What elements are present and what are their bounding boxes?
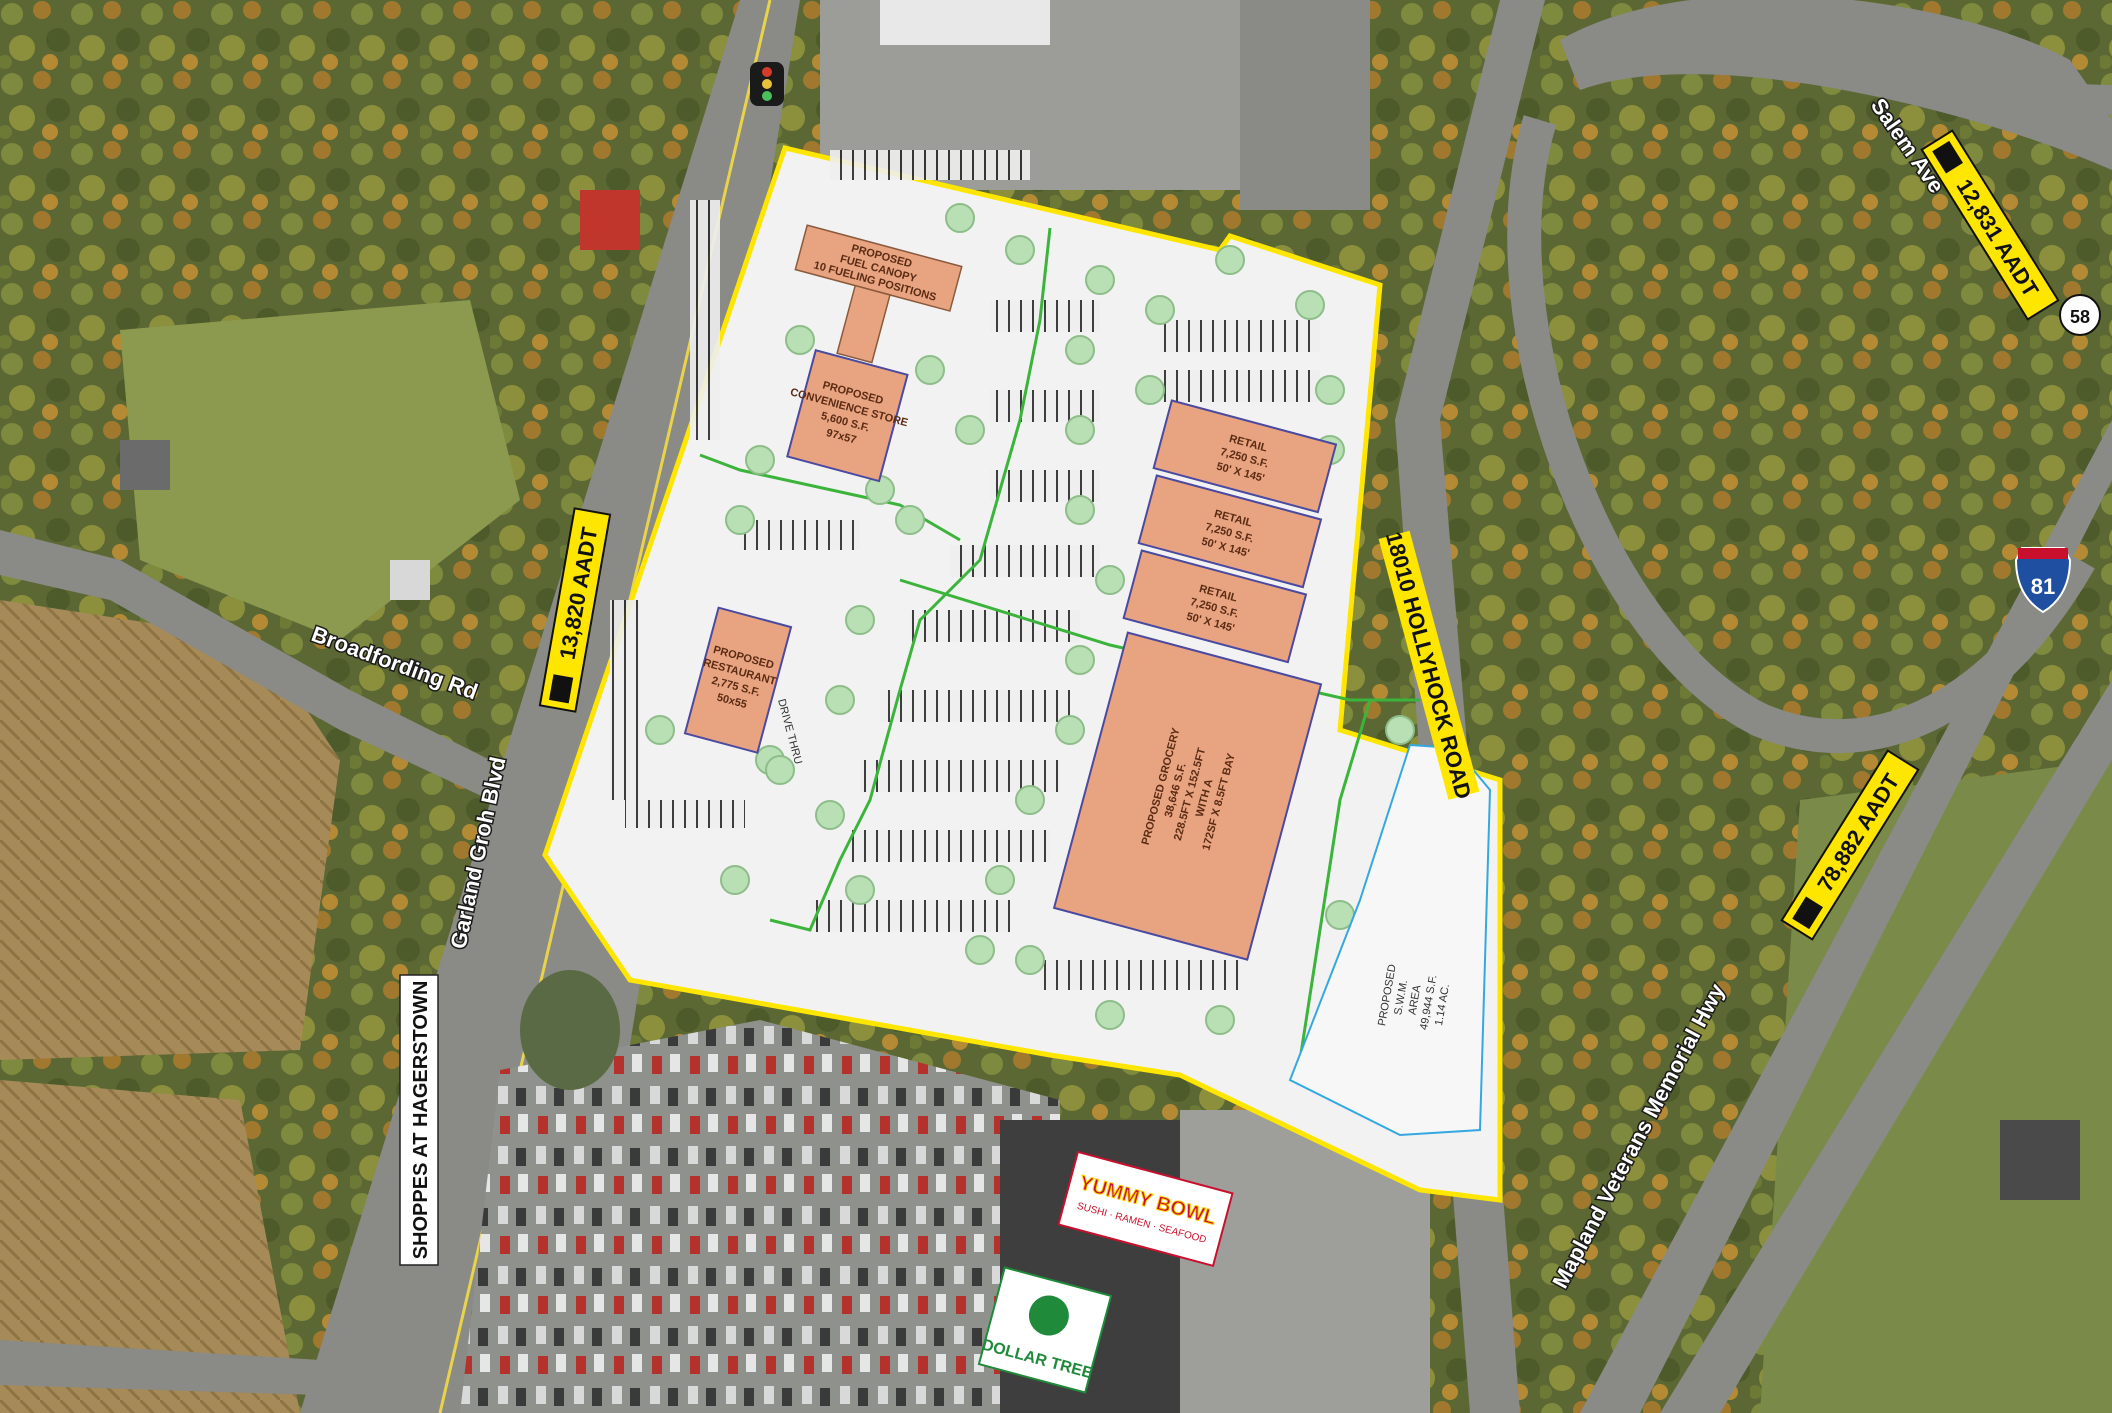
shopping-center-parking: [460, 1020, 1060, 1413]
south-west-road: [0, 1340, 320, 1395]
swm-label-3: AREA: [1406, 984, 1423, 1016]
gas-canopy: [880, 0, 1050, 45]
house-roof: [120, 440, 170, 490]
farm-field-south: [0, 1080, 300, 1413]
east-grass: [1760, 760, 2112, 1413]
interchange-ramp: [1507, 115, 2095, 753]
interstate-81-number: 81: [2031, 574, 2055, 599]
grocery-building: PROPOSED GROCERY 38,646 S.F. 228.5FT X 1…: [1052, 631, 1323, 961]
hollyhock-road: [1395, 0, 1545, 1413]
house-white: [390, 560, 430, 600]
dollar-tree-sign: DOLLAR TREE: [977, 1266, 1113, 1394]
convenience-store-building: PROPOSED CONVENIENCE STORE 5,600 S.F. 97…: [786, 349, 909, 483]
retail-building-3: RETAIL 7,250 S.F. 50' X 145': [1122, 549, 1308, 664]
farm-field: [0, 600, 340, 1060]
car-icon: [1932, 140, 1963, 174]
truck-lot: [1240, 0, 1370, 210]
retail-building-2: RETAIL 7,250 S.F. 50' X 145': [1137, 474, 1323, 589]
broadfording-rd-road: [0, 530, 490, 800]
pond: [520, 970, 620, 1090]
house-east: [2000, 1120, 2080, 1200]
shoppes-at-hagerstown-label: SHOPPES AT HAGERSTOWN: [410, 981, 432, 1260]
parking-rows: [610, 150, 1320, 990]
site-boundary: [542, 145, 1503, 1203]
landscape-trees: [645, 203, 1415, 1035]
route-58-shield-icon: 58: [2059, 294, 2101, 336]
interstate-81-north: [1660, 680, 2112, 1413]
route-58-number: 58: [2070, 307, 2090, 327]
restaurant-building: PROPOSED RESTAURANT 2,775 S.F. 50x55: [683, 606, 793, 754]
car-icon: [1792, 896, 1823, 930]
tree-icon: [1028, 1295, 1069, 1336]
traffic-light-icon: [750, 62, 784, 106]
shoppes-at-hagerstown-tag: SHOPPES AT HAGERSTOWN: [399, 974, 439, 1266]
salem-ramp: [1792, 0, 2112, 115]
retail-building-1: RETAIL 7,250 S.F. 50' X 145': [1152, 399, 1338, 514]
interstate-81-shield-icon: 81: [2014, 547, 2072, 614]
salem-ave-road: [1560, 0, 2112, 170]
red-roof-house: [580, 190, 640, 250]
car-icon: [549, 674, 574, 704]
residential-yards: [120, 300, 520, 640]
